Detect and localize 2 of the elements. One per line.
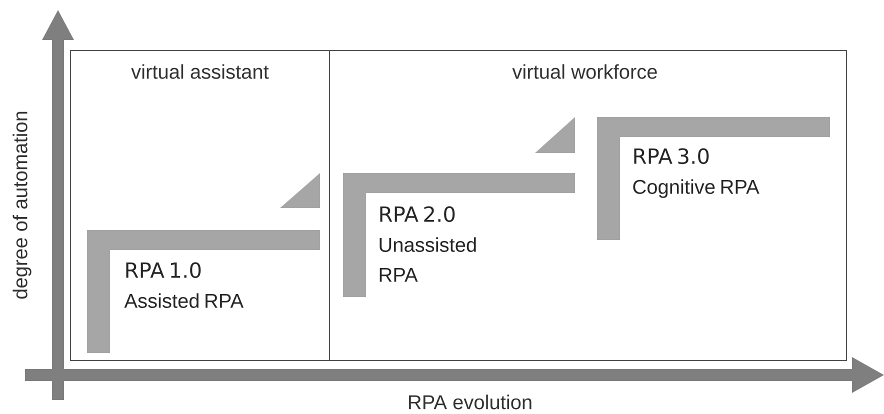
axis-label: degree of automation (12, 112, 32, 299)
axis-label: RPA evolution (409, 394, 532, 410)
